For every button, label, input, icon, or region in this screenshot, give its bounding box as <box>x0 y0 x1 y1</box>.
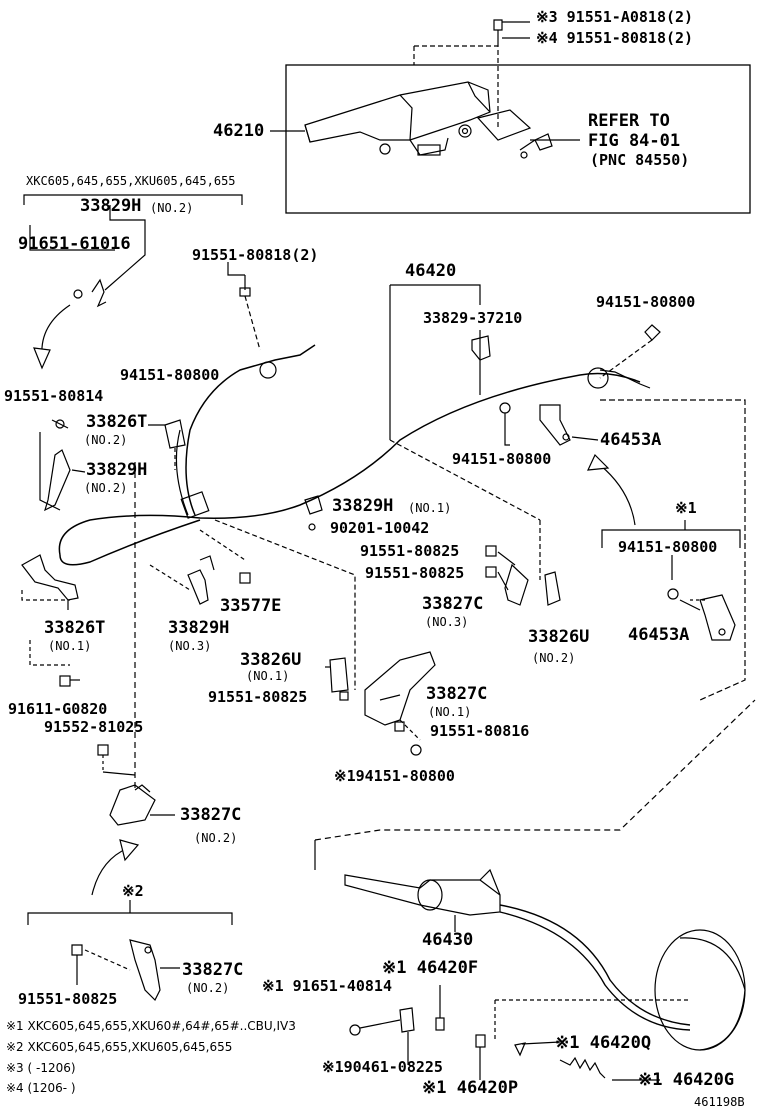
part-90461-08225: ※190461-08225 <box>322 1058 443 1076</box>
part-46420f: ※1 46420F <box>382 958 479 978</box>
part-94151-80800-bottom: ※194151-80800 <box>334 767 455 785</box>
no3-label: (NO.3) <box>168 639 212 653</box>
part-33826t-no2: 33826T <box>86 412 148 432</box>
part-33827c-no2: 33827C <box>180 805 242 825</box>
no1-label: (NO.1) <box>48 639 92 653</box>
part-46210: 46210 <box>213 121 265 141</box>
part-91651-40814: ※1 91651-40814 <box>262 977 392 995</box>
no3-label: (NO.3) <box>425 615 469 629</box>
no2-label: (NO.2) <box>84 481 128 495</box>
cable-46430-illustration <box>344 868 746 1051</box>
part-46420q: ※1 46420Q <box>555 1033 652 1053</box>
part-90201-10042: 90201-10042 <box>330 519 430 537</box>
part-33829h-no2-top: 33829H <box>80 196 142 216</box>
part-91551-80825-c: 91551-80825 <box>208 688 308 706</box>
fig-ref-label: FIG 84-01 <box>588 131 681 151</box>
part-33826t-no1: 33826T <box>44 618 106 638</box>
part-33826u-no2: 33826U <box>528 627 590 647</box>
part-33827c-no2-lower: 33827C <box>182 960 244 980</box>
part-94151-80800-right: 94151-80800 <box>618 538 718 556</box>
part-94151-80800-mid: 94151-80800 <box>452 450 552 468</box>
part-91651-61016: 91651-61016 <box>18 234 131 254</box>
part-33829h-no3: 33829H <box>168 618 230 638</box>
part-33829-37210: 33829-37210 <box>423 309 523 327</box>
part-screw-4: ※4 91551-80818(2) <box>536 29 694 47</box>
lever-assembly-box <box>285 64 751 214</box>
no2-label: (NO.2) <box>532 651 576 665</box>
clip-33829h-no2 <box>73 278 107 308</box>
part-91551-80825-b: 91551-80825 <box>365 564 465 582</box>
part-46453a-top: 46453A <box>600 430 662 450</box>
part-46430: 46430 <box>422 930 474 950</box>
part-91551-80814: 91551-80814 <box>4 387 104 405</box>
part-46420p: ※1 46420P <box>422 1078 519 1098</box>
part-33829h-no1: 33829H <box>332 496 394 516</box>
part-91551-80825-d: 91551-80825 <box>18 990 118 1008</box>
part-91551-80818-2: 91551-80818(2) <box>192 246 319 264</box>
part-screw-3: ※3 91551-A0818(2) <box>536 8 694 26</box>
part-46420g: ※1 46420G <box>638 1070 735 1090</box>
footnote-4: ※4 (1206- ) <box>6 1081 76 1095</box>
part-46420: 46420 <box>405 261 457 281</box>
footnote-2: ※2 XKC605,645,655,XKU605,645,655 <box>6 1040 233 1054</box>
note-mark-2: ※2 <box>122 882 144 900</box>
parking-lever-illustration <box>304 81 553 159</box>
part-33577e: 33577E <box>220 596 282 616</box>
no2-label: (NO.2) <box>84 433 128 447</box>
part-91551-80816: 91551-80816 <box>430 722 530 740</box>
no2-label: (NO.2) <box>186 981 230 995</box>
no2-label: (NO.2) <box>150 201 194 215</box>
no2-label: (NO.2) <box>194 831 238 845</box>
part-46453a-right: 46453A <box>628 625 690 645</box>
footnote-1: ※1 XKC605,645,655,XKU60#,64#,65#..CBU,IV… <box>6 1019 296 1033</box>
part-91551-80825-a: 91551-80825 <box>360 542 460 560</box>
no1-label: (NO.1) <box>408 501 452 515</box>
pnc-label: (PNC 84550) <box>590 151 690 169</box>
part-33826u-no1: 33826U <box>240 650 302 670</box>
note-mark-1: ※1 <box>675 499 697 517</box>
part-94151-80800-top: 94151-80800 <box>596 293 696 311</box>
part-33829h-no2: 33829H <box>86 460 148 480</box>
part-91611-g0820: 91611-G0820 <box>8 700 108 718</box>
part-33827c-no1: 33827C <box>426 684 488 704</box>
no1-label: (NO.1) <box>246 669 290 683</box>
part-94151-80800-left: 94151-80800 <box>120 366 220 384</box>
refer-to-label: REFER TO <box>588 111 670 131</box>
no1-label: (NO.1) <box>428 705 472 719</box>
figure-reference: 461198B <box>694 1095 745 1109</box>
model-note-top: XKC605,645,655,XKU605,645,655 <box>26 174 236 188</box>
footnote-3: ※3 ( -1206) <box>6 1061 76 1075</box>
part-33827c-no3: 33827C <box>422 594 484 614</box>
part-91552-81025: 91552-81025 <box>44 718 144 736</box>
